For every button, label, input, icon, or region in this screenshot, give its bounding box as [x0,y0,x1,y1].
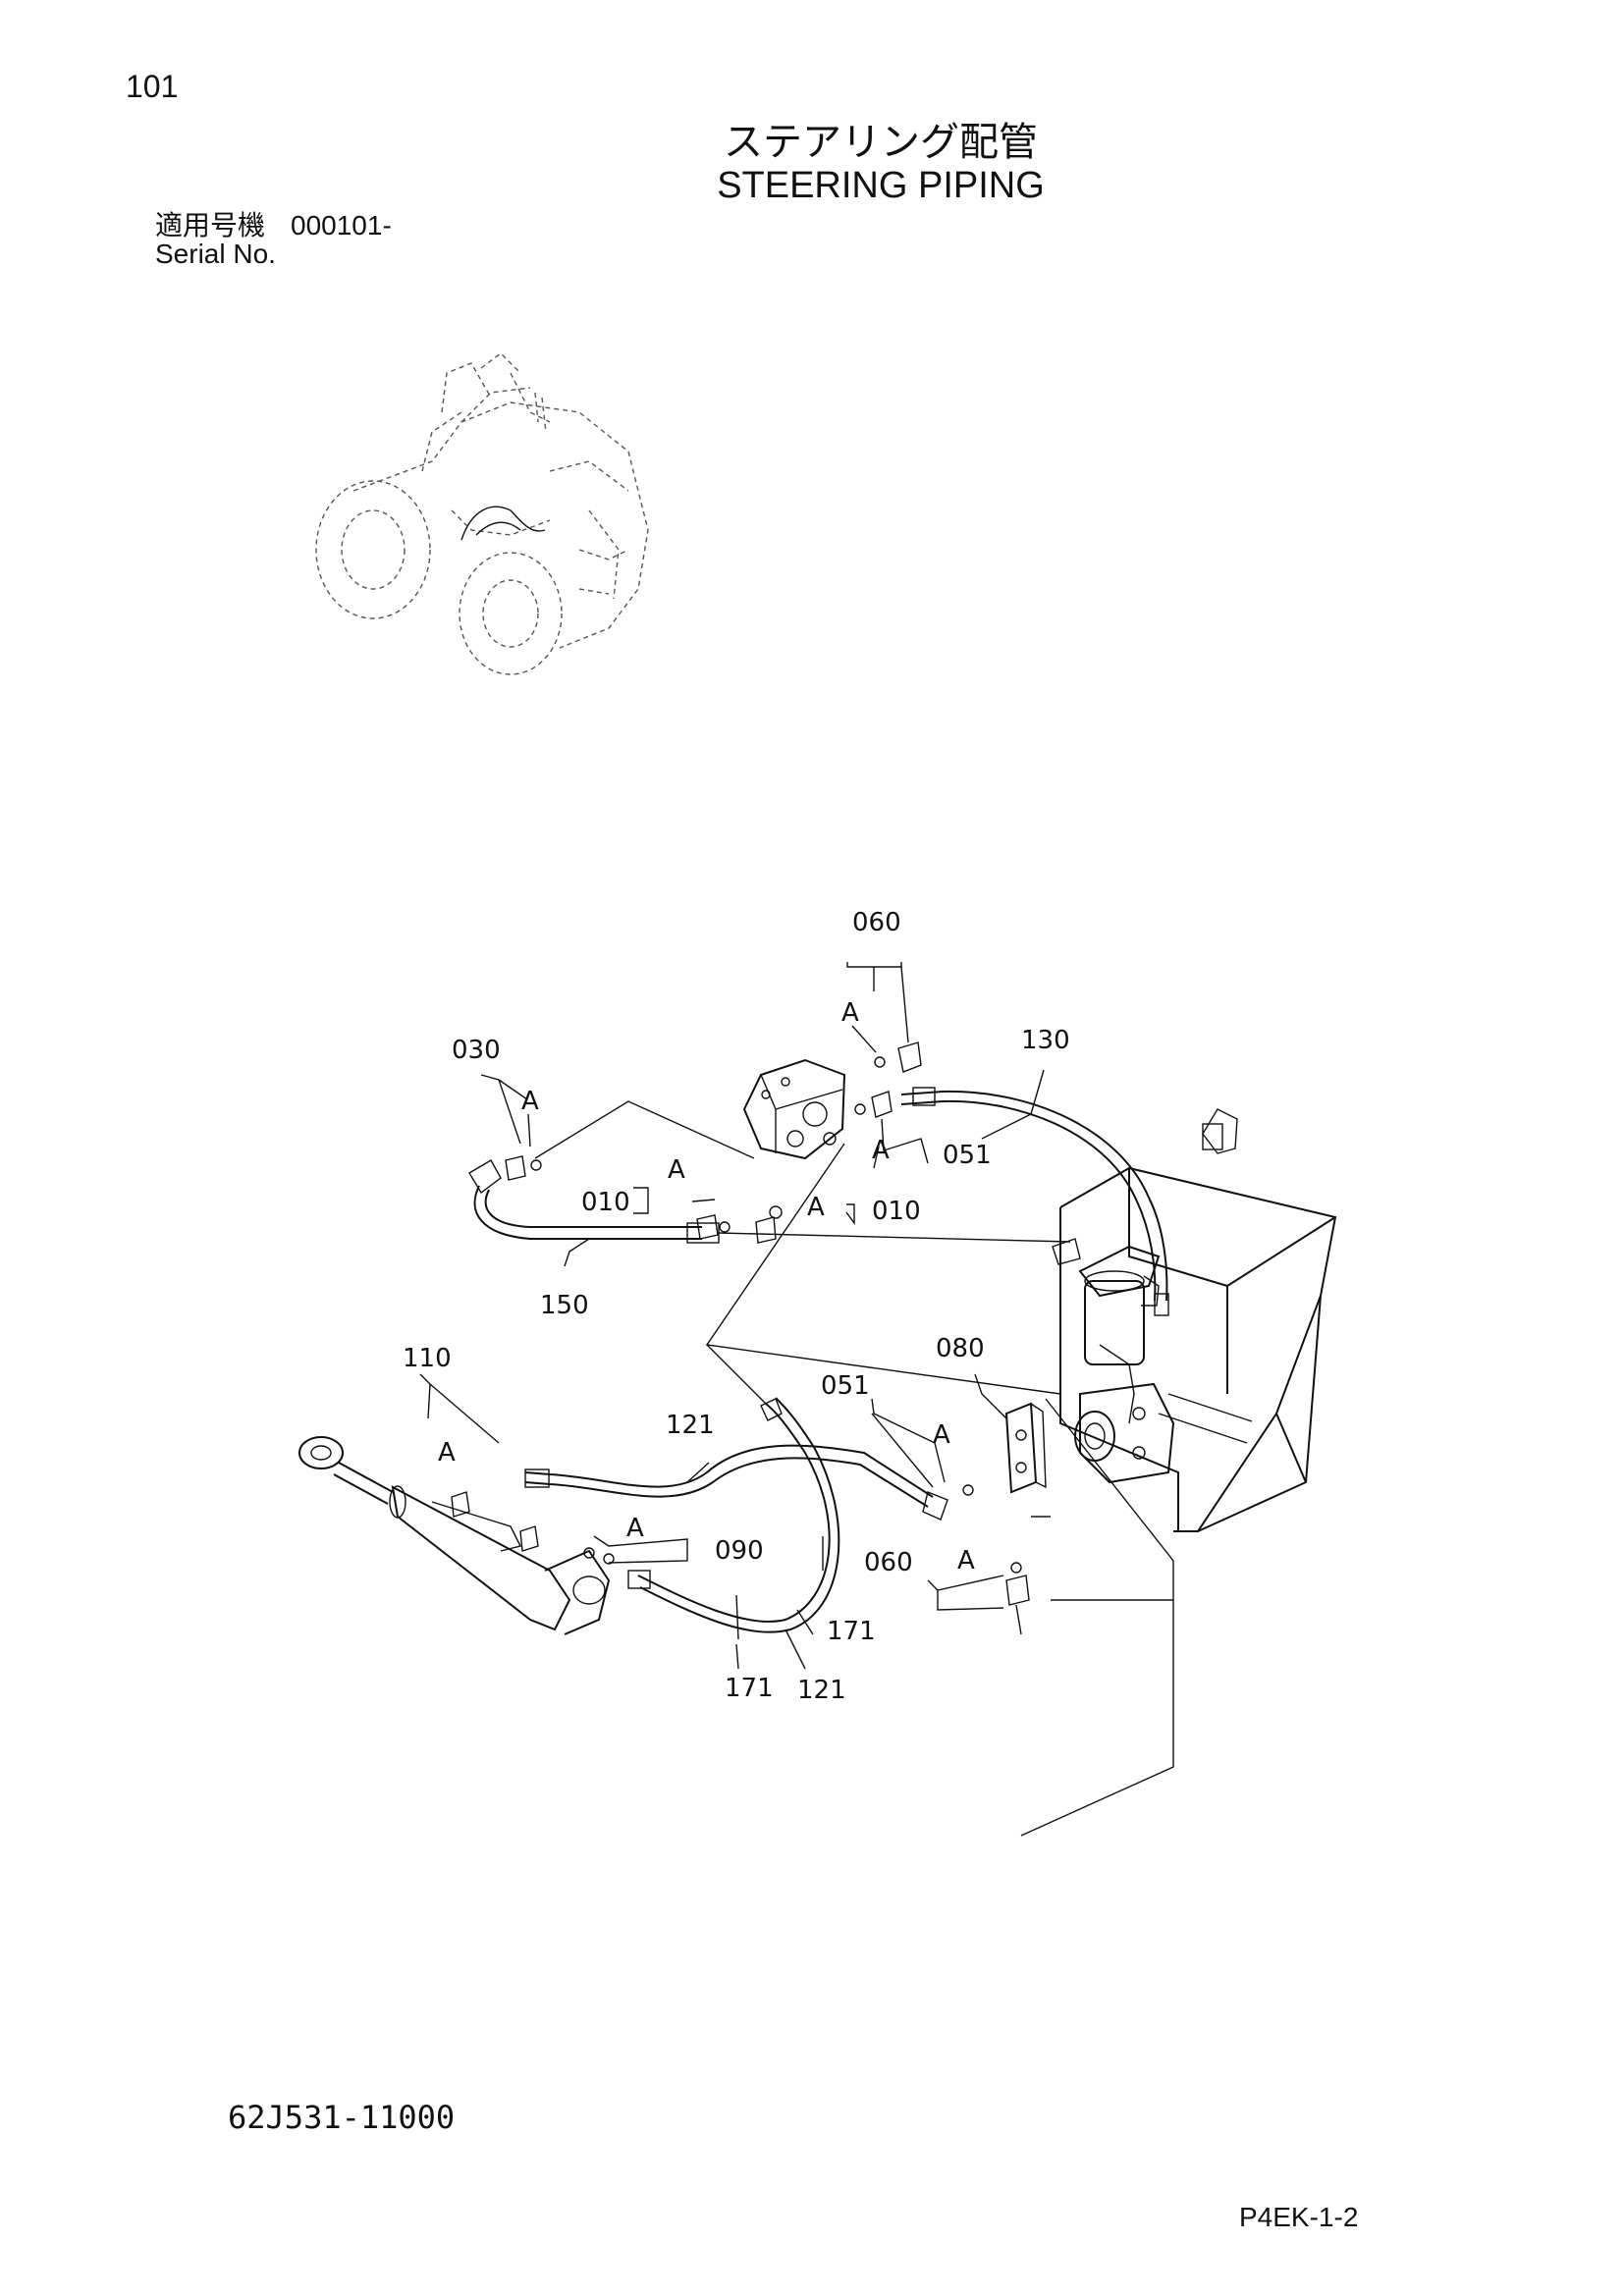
callout-a-030: A [521,1087,539,1116]
callout-090: 090 [715,1536,764,1566]
callout-010-right: 010 [872,1197,921,1226]
serial-label-japanese: 適用号機 000101- [155,204,392,243]
filter-assembly [1052,1238,1161,1365]
callout-brackets [419,962,1045,1670]
callout-a-010-left: A [668,1155,685,1185]
callout-080: 080 [936,1334,985,1363]
hose-121-lower [583,1397,840,1640]
hose-121-upper [524,1444,974,1521]
callout-051-mid: 051 [821,1371,870,1401]
callout-171-bottom: 171 [725,1674,774,1703]
callout-a-060-bottom: A [957,1546,975,1575]
hydraulic-tank-assembly [1059,1108,1337,1532]
callout-171-right: 171 [827,1617,876,1646]
fittings-top [505,1041,922,1244]
steering-cylinder [298,1436,611,1635]
callout-121-top: 121 [666,1411,715,1440]
callout-a-051-top: A [872,1136,890,1165]
callout-a-110: A [438,1438,456,1468]
callout-a-010-right: A [807,1193,825,1222]
serial-jp-label: 適用号機 [155,209,266,241]
hose-130 [900,1087,1169,1316]
callout-150: 150 [540,1291,589,1320]
serial-label-english: Serial No. [155,239,276,269]
callout-a-090: A [626,1514,644,1543]
page-title-english: STEERING PIPING [717,165,1045,206]
pump-assembly [1074,1382,1175,1484]
page-code: P4EK-1-2 [1239,2202,1359,2232]
steering-valve [742,1058,846,1160]
tractor-location-thumbnail [315,352,649,675]
callout-130: 130 [1021,1026,1070,1055]
callout-110: 110 [403,1344,452,1373]
page-title-japanese: ステアリング配管 [724,120,1038,165]
drawing-number: 62J531-11000 [228,2099,456,2136]
callout-060-top: 060 [852,908,901,937]
callout-a-060-top: A [841,998,859,1028]
reference-lines [534,1100,1174,1837]
callout-051-top: 051 [943,1141,992,1170]
callout-030: 030 [452,1036,501,1065]
serial-value: 000101- [291,210,392,240]
hose-150 [468,1159,1071,1244]
callout-060-bottom: 060 [864,1548,913,1577]
callout-a-051-mid: A [933,1420,950,1450]
callout-010-left: 010 [581,1188,630,1217]
page-number: 101 [126,69,179,104]
valve-block-080 [1004,1402,1047,1635]
callout-121-bottom: 121 [797,1676,846,1705]
